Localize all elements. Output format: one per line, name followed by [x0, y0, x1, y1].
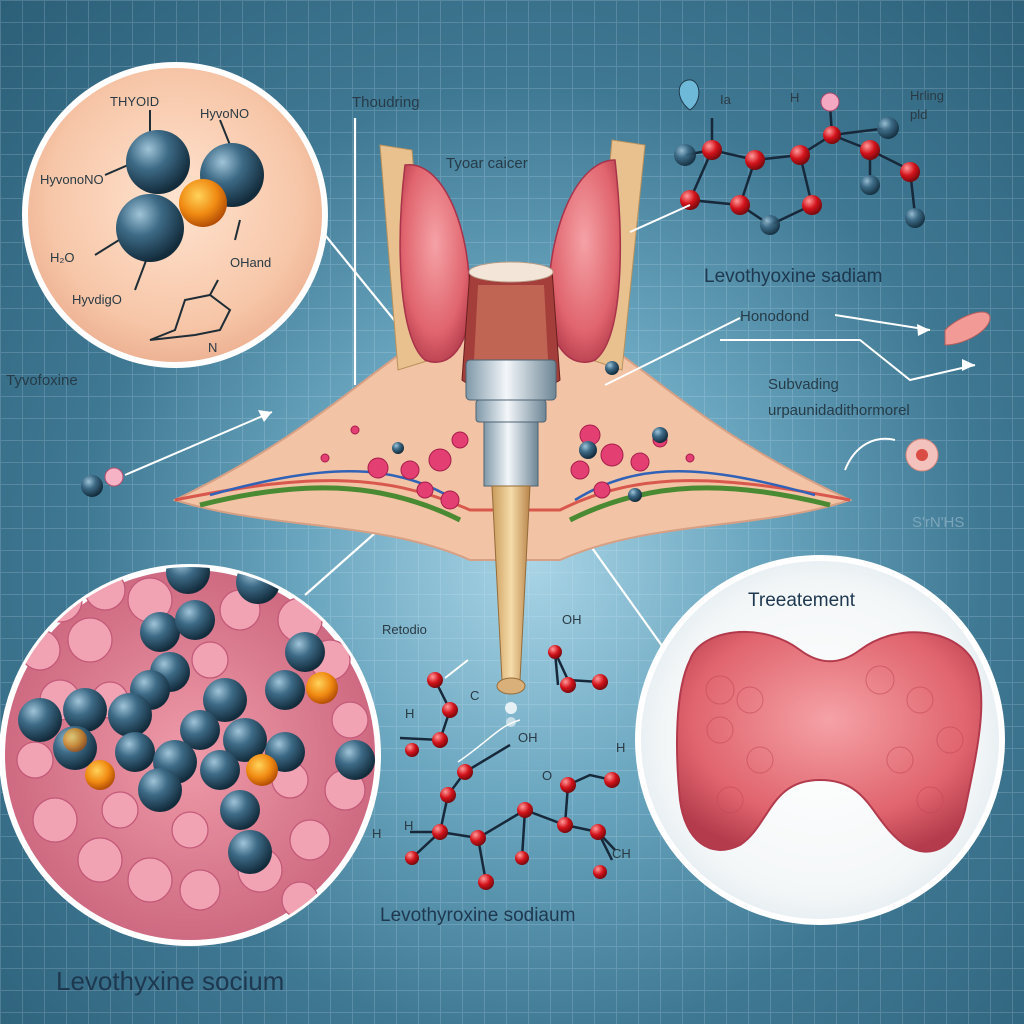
accent-marks	[81, 204, 991, 763]
levothyxine-left-label: Levothyxine socium	[56, 966, 285, 996]
levothyroxine-right-label: Levothyoxine sadiam	[704, 266, 883, 287]
honodond-label: Honodond	[740, 308, 810, 325]
oh-top-label: OH	[562, 612, 582, 627]
hydrogen-lower-label: HyvdigO	[72, 292, 122, 307]
treatment-circle	[635, 555, 1005, 925]
ch-label: CH	[612, 846, 631, 861]
molecule-upper-right	[674, 79, 925, 235]
cell-zoom-circle	[0, 564, 381, 946]
h-bottom-left-label: H	[372, 826, 382, 841]
oxygen-label: OHand	[230, 255, 272, 270]
hydrogen-upper-right-label: HyvoNO	[200, 106, 250, 121]
h-side-label: H	[404, 818, 414, 833]
molecule-bottom-center	[399, 645, 620, 890]
faint-note-label: S'rN'HS	[912, 514, 965, 531]
h-left-label: H	[405, 706, 415, 721]
hydrogen-small-label: H₂O	[50, 250, 75, 265]
thyroid-header-label: THYOID	[110, 94, 160, 109]
c-atom-label: C	[470, 688, 480, 703]
surrounding-label: Subvading urpaunidadithormorel	[768, 376, 910, 419]
neck-anatomy	[172, 139, 853, 727]
tyoar-cancer-label: Tyoar caicer	[446, 155, 528, 172]
o-right-label: O	[542, 768, 553, 783]
molecule-label-h: H	[790, 90, 800, 105]
thoudring-label: Thoudring	[352, 94, 420, 111]
molecule-label-i: Ia	[720, 92, 731, 107]
treatment-label: Treeatement	[748, 590, 856, 611]
nitrogen-label: N	[208, 340, 218, 355]
hrling-pld-label: Hrling pld	[910, 88, 944, 122]
reotodio-label: Retodio	[382, 622, 427, 637]
tyrofoxine-label: Tyvofoxine	[6, 372, 78, 389]
molecule-zoom-circle	[22, 62, 328, 368]
hydrogen-left-label: HyvonoNO	[40, 172, 104, 187]
oh-mid-label: OH	[518, 730, 538, 745]
levothyroxine-center-label: Levothyroxine sodiaum	[380, 905, 576, 926]
h-right-label: H	[616, 740, 626, 755]
